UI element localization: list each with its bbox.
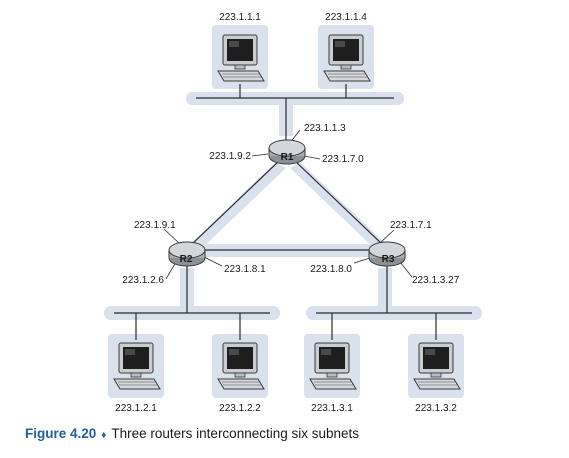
r1-interface-right: 223.1.7.0 xyxy=(322,154,364,165)
r3-interface-left: 223.1.8.0 xyxy=(310,264,352,275)
host-label-4: 223.1.2.2 xyxy=(219,403,261,414)
caption-separator: ♦ xyxy=(101,430,107,441)
r1-interface-left: 223.1.9.2 xyxy=(209,151,251,162)
r3-interface-bottom: 223.1.3.27 xyxy=(412,275,460,286)
caption-text: Three routers interconnecting six subnet… xyxy=(111,426,360,441)
r2-interface-top: 223.1.9.1 xyxy=(134,220,176,231)
r2-interface-bottom: 223.1.2.6 xyxy=(122,275,164,286)
host-223-1-1-4 xyxy=(323,34,371,82)
router-r3-label: R3 xyxy=(382,254,395,265)
host-label-1: 223.1.1.1 xyxy=(219,12,261,23)
host-223-1-2-1 xyxy=(113,342,161,390)
r3-interface-top: 223.1.7.1 xyxy=(390,220,432,231)
figure-number: Figure 4.20 xyxy=(25,426,97,441)
router-r1-label: R1 xyxy=(281,152,294,163)
host-label-6: 223.1.3.2 xyxy=(415,403,457,414)
host-label-5: 223.1.3.1 xyxy=(311,403,353,414)
host-label-3: 223.1.2.1 xyxy=(115,403,157,414)
links xyxy=(114,84,472,340)
interface-leaders xyxy=(163,129,413,280)
subnet-shading xyxy=(104,25,482,398)
host-223-1-3-1 xyxy=(309,342,357,390)
router-r2-label: R2 xyxy=(180,254,193,265)
figure-caption: Figure 4.20 ♦ Three routers interconnectin… xyxy=(25,426,359,441)
host-223-1-3-2 xyxy=(413,342,461,390)
host-223-1-1-1 xyxy=(217,34,265,82)
host-223-1-2-2 xyxy=(217,342,265,390)
r1-interface-top: 223.1.1.3 xyxy=(304,123,346,134)
host-label-2: 223.1.1.4 xyxy=(325,12,367,23)
r2-interface-right: 223.1.8.1 xyxy=(224,264,266,275)
